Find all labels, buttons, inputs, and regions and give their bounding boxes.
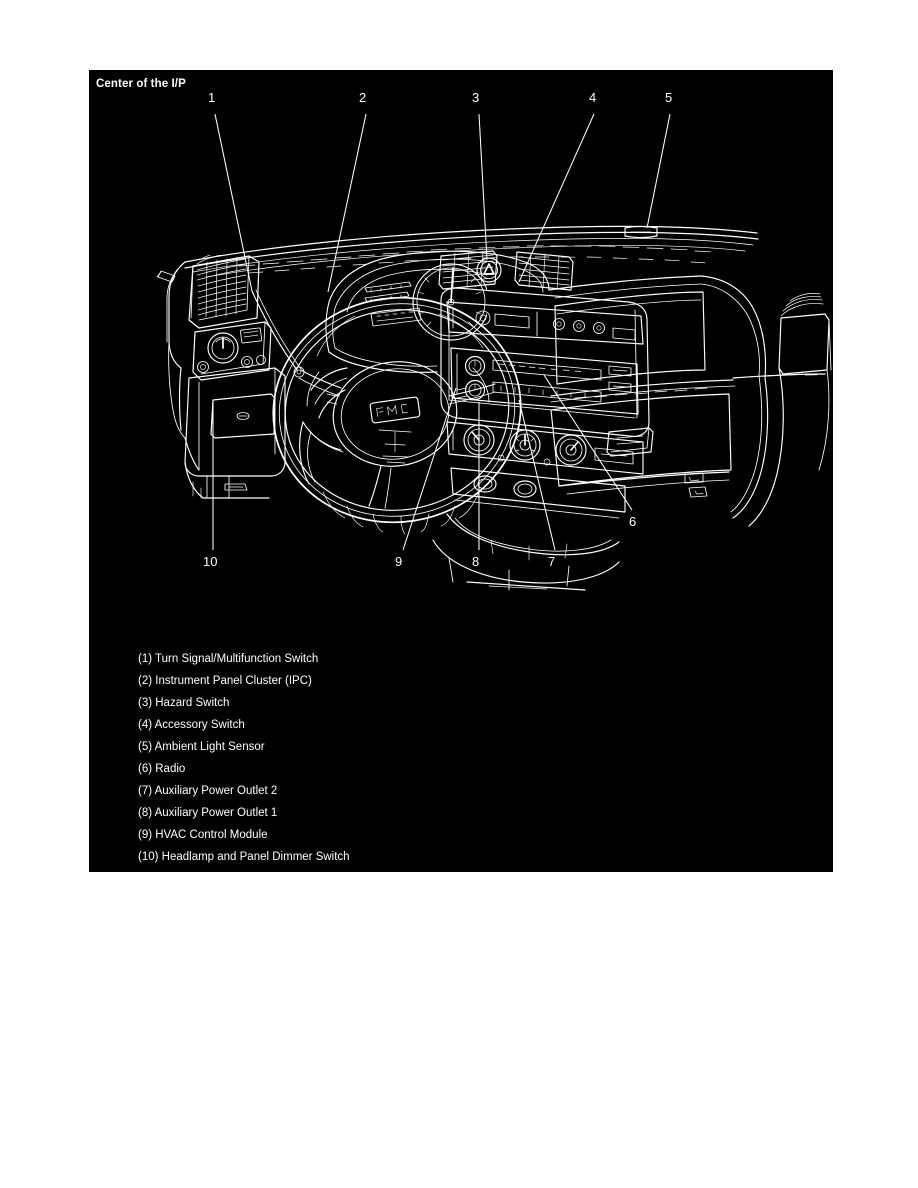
- accessory-switch-bank: [446, 301, 644, 345]
- legend-item-3: (3) Hazard Switch: [138, 697, 230, 709]
- lower-left-trim-panel: [184, 367, 286, 499]
- legend-item-5: (5) Ambient Light Sensor: [138, 741, 265, 753]
- callout-number-2: 2: [359, 90, 367, 105]
- instrument-panel-cluster: [325, 250, 550, 373]
- center-stack-bezel: [440, 287, 650, 437]
- headlamp-dimmer-switch: [192, 321, 272, 381]
- leader-line-9: [402, 387, 457, 551]
- legend-item-1: (1) Turn Signal/Multifunction Switch: [138, 653, 319, 665]
- legend-item-2: (2) Instrument Panel Cluster (IPC): [138, 675, 312, 687]
- callout-number-10: 10: [203, 554, 218, 569]
- hazard-switch: [476, 257, 502, 283]
- figure-panel: Center of the I/P .ln { fill:none; strok…: [89, 70, 833, 872]
- legend-item-4: (4) Accessory Switch: [138, 719, 245, 731]
- callout-number-4: 4: [589, 90, 597, 105]
- legend-item-6: (6) Radio: [138, 763, 186, 775]
- callout-number-6: 6: [629, 514, 637, 529]
- leader-line-7: [518, 399, 556, 551]
- callout-number-9: 9: [395, 554, 403, 569]
- steering-column: [251, 289, 348, 485]
- driver-side-vent: [188, 255, 260, 329]
- callout-number-5: 5: [665, 90, 673, 105]
- component-legend: (1) Turn Signal/Multifunction Switch (2)…: [138, 648, 558, 868]
- center-dash-vents: [438, 250, 574, 291]
- legend-item-9: (9) HVAC Control Module: [138, 829, 268, 841]
- callout-number-8: 8: [472, 554, 480, 569]
- auxiliary-power-outlets: [446, 467, 626, 561]
- leader-line-6: [543, 374, 633, 511]
- center-console-lower: [432, 539, 620, 591]
- leader-line-4: [518, 113, 595, 283]
- figure-title: Center of the I/P: [96, 78, 186, 90]
- dash-upper-surface: [184, 225, 759, 278]
- passenger-side-dash: [548, 225, 736, 495]
- legend-item-10: (10) Headlamp and Panel Dimmer Switch: [138, 851, 350, 863]
- radio: [450, 347, 639, 415]
- callout-number-7: 7: [548, 554, 556, 569]
- legend-item-8: (8) Auxiliary Power Outlet 1: [138, 807, 278, 819]
- leader-line-5: [646, 113, 671, 229]
- driver-side-dash-end: [156, 261, 200, 471]
- leader-line-2: [327, 113, 367, 293]
- callout-number-3: 3: [472, 90, 480, 105]
- leader-line-3: [478, 113, 488, 261]
- callout-number-1: 1: [208, 90, 216, 105]
- steering-wheel: [272, 296, 522, 535]
- hvac-control-module: [446, 421, 644, 475]
- legend-item-7: (7) Auxiliary Power Outlet 2: [138, 785, 278, 797]
- passenger-side-vent: [688, 275, 832, 527]
- leader-line-1: [214, 113, 253, 292]
